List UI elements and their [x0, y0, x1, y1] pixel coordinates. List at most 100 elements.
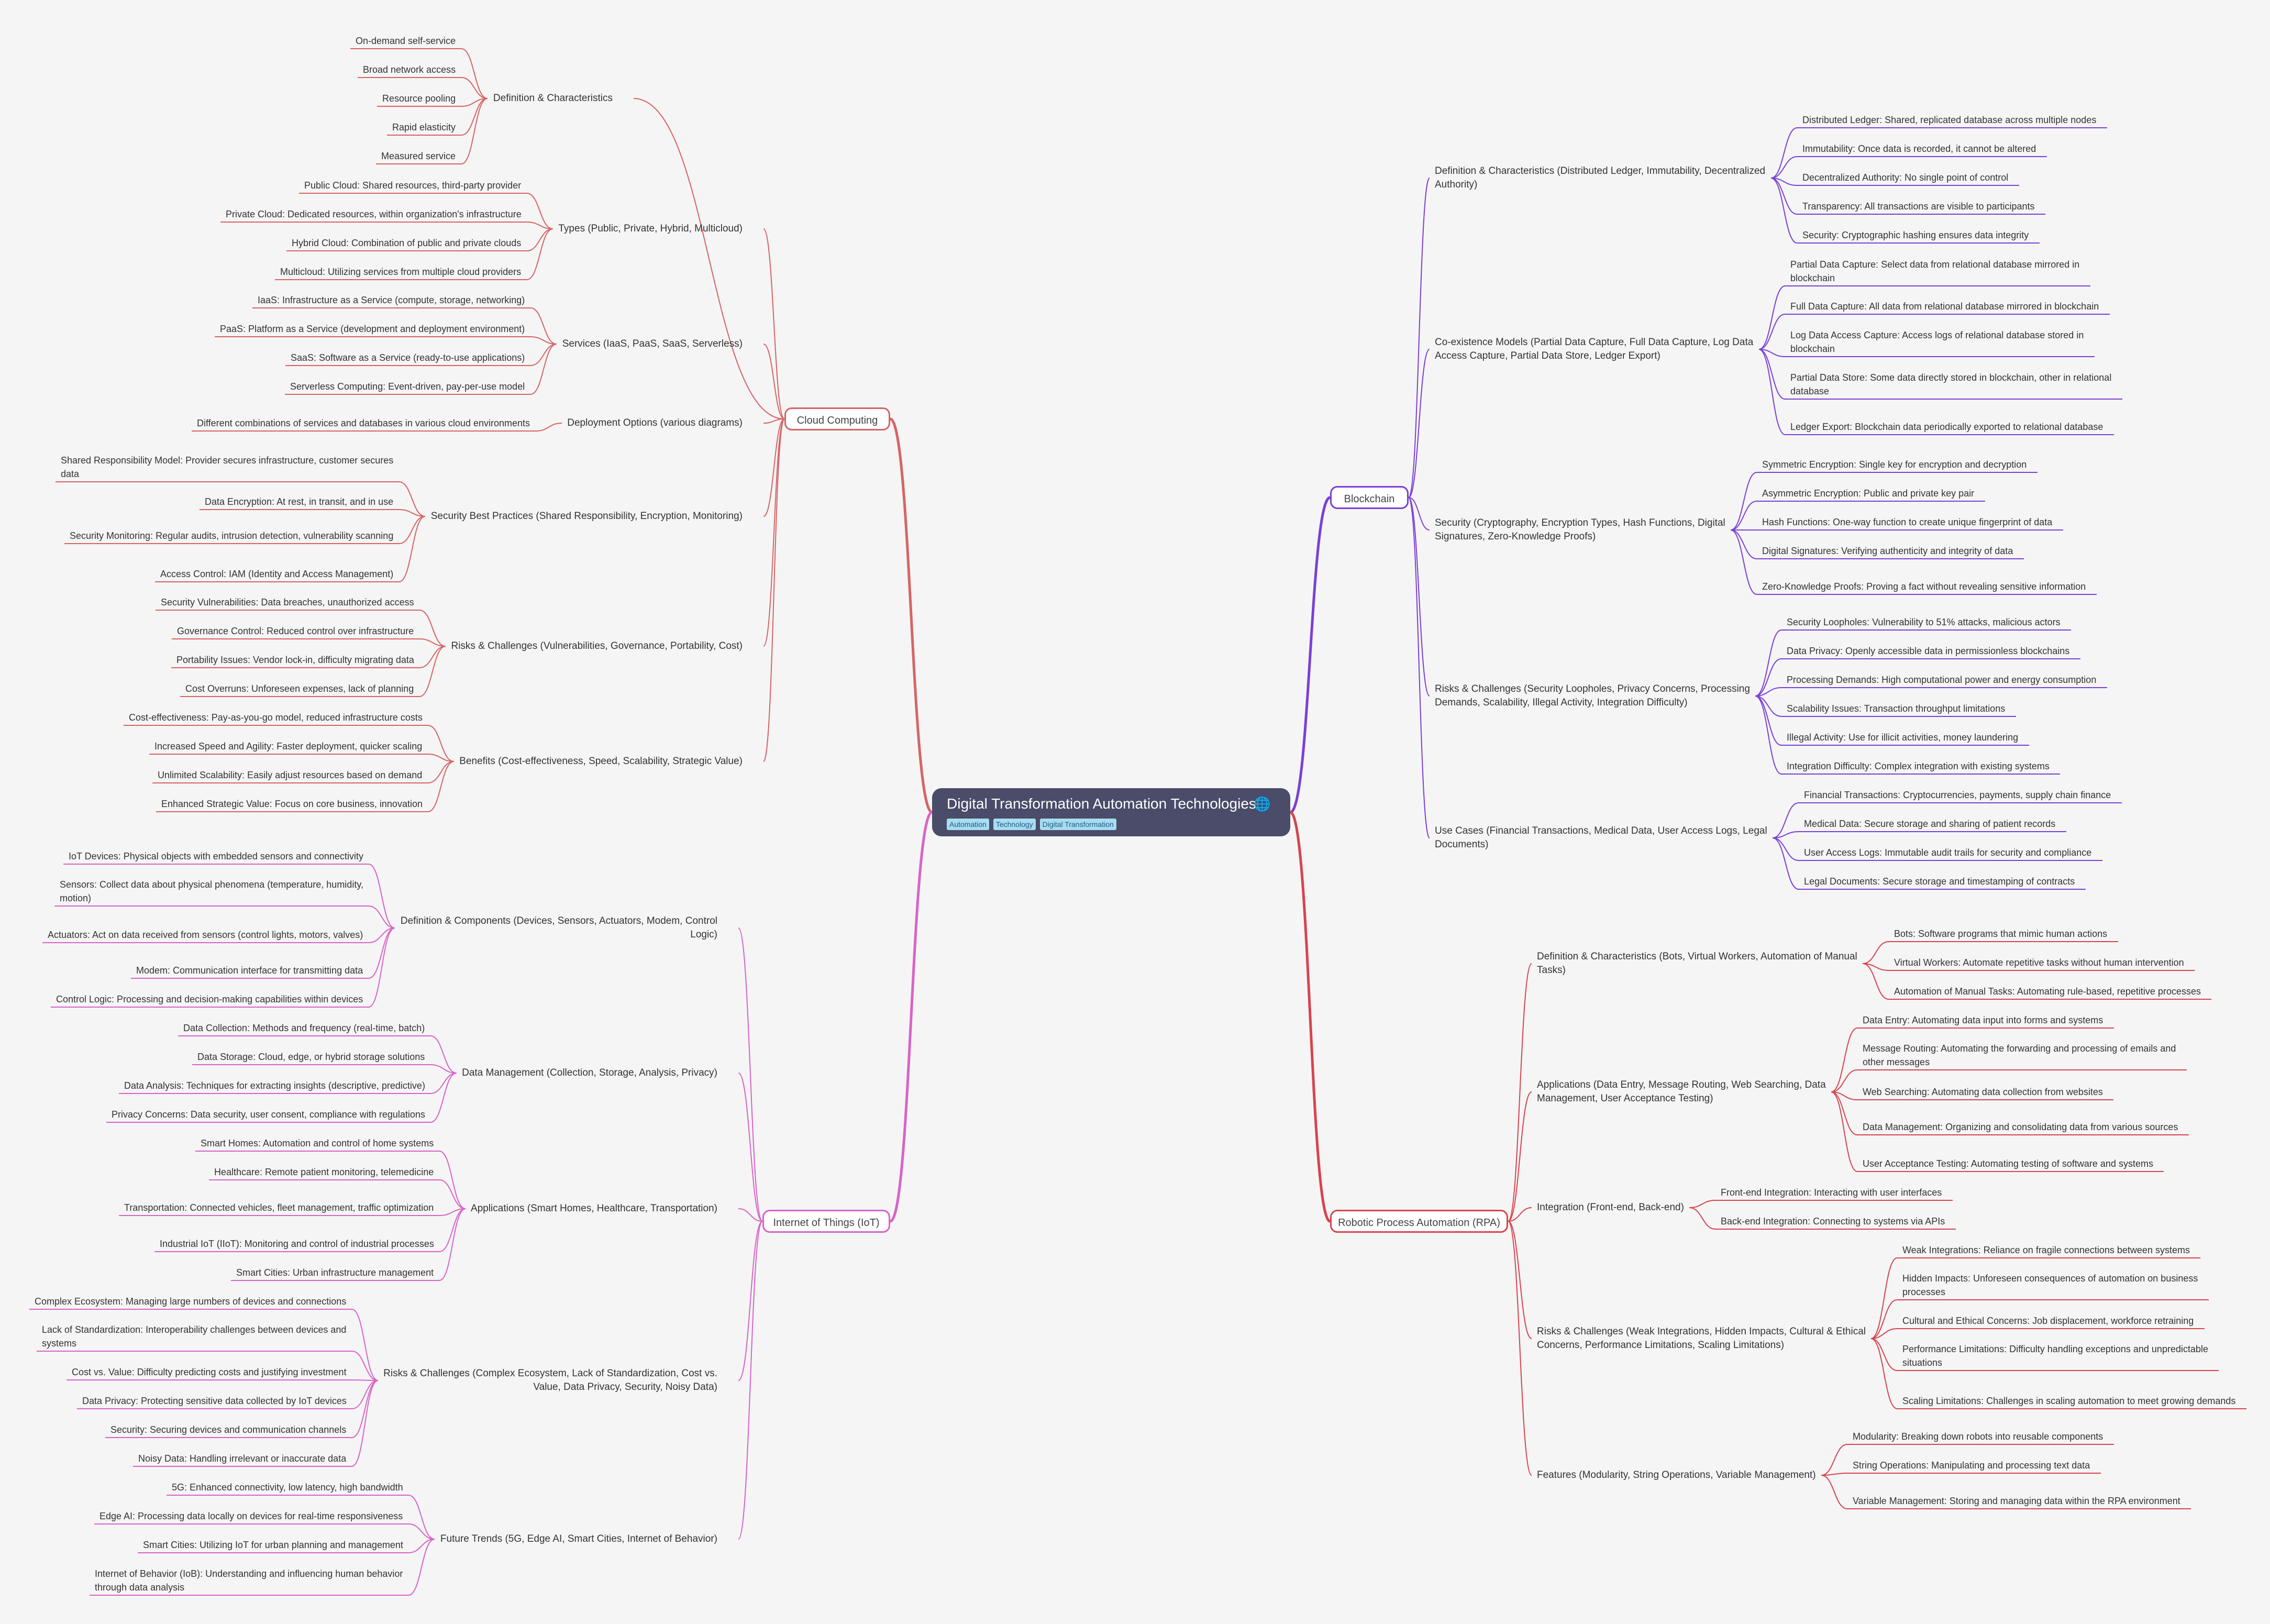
leaf-transparency-all-transactions-are-visibl[interactable]: Transparency: All transactions are visib…: [1802, 201, 2035, 212]
node-security[interactable]: Security (Cryptography, Encryption Types…: [1435, 517, 1725, 542]
node-applications[interactable]: Applications (Data Entry, Message Routin…: [1537, 1079, 1826, 1104]
leaf-hybrid-cloud-combination-of-public-and-p[interactable]: Hybrid Cloud: Combination of public and …: [292, 238, 522, 248]
leaf-data-management-organizing-and-consolida[interactable]: Data Management: Organizing and consolid…: [1863, 1122, 2178, 1132]
leaf-processing-demands-high-computational-po[interactable]: Processing Demands: High computational p…: [1787, 675, 2097, 685]
leaf-5g-enhanced-connectivity-low-latency-hig[interactable]: 5G: Enhanced connectivity, low latency, …: [172, 1482, 403, 1493]
leaf-web-searching-automating-data-collection[interactable]: Web Searching: Automating data collectio…: [1863, 1087, 2103, 1097]
leaf-hidden-impacts-unforeseen-consequences-o[interactable]: Hidden Impacts: Unforeseen consequences …: [1902, 1273, 2198, 1297]
leaf-measured-service[interactable]: Measured service: [381, 151, 456, 161]
leaf-lack-of-standardization-interoperability[interactable]: Lack of Standardization: Interoperabilit…: [42, 1324, 347, 1349]
leaf-private-cloud-dedicated-resources-within[interactable]: Private Cloud: Dedicated resources, with…: [226, 209, 522, 219]
leaf-edge-ai-processing-data-locally-on-devic[interactable]: Edge AI: Processing data locally on devi…: [99, 1511, 403, 1521]
leaf-security-monitoring-regular-audits-intru[interactable]: Security Monitoring: Regular audits, int…: [70, 531, 394, 541]
leaf-front-end-integration-interacting-with-u[interactable]: Front-end Integration: Interacting with …: [1721, 1187, 1942, 1198]
leaf-on-demand-self-service[interactable]: On-demand self-service: [356, 36, 456, 46]
leaf-cost-overruns-unforeseen-expenses-lack-o[interactable]: Cost Overruns: Unforeseen expenses, lack…: [185, 683, 414, 694]
node-definition-characteristics[interactable]: Definition & Characteristics: [493, 93, 613, 104]
leaf-security-securing-devices-and-communicat[interactable]: Security: Securing devices and communica…: [110, 1424, 347, 1435]
leaf-iaas-infrastructure-as-a-service[interactable]: IaaS: Infrastructure as a Service (compu…: [258, 295, 525, 305]
leaf-data-encryption-at-rest-in-transit-and-i[interactable]: Data Encryption: At rest, in transit, an…: [205, 496, 394, 507]
node-use-cases[interactable]: Use Cases (Financial Transactions, Medic…: [1435, 825, 1767, 850]
tag-automation[interactable]: Automation: [947, 819, 989, 830]
leaf-variable-management-storing-and-managing[interactable]: Variable Management: Storing and managin…: [1853, 1496, 2180, 1506]
tag-digital-transformation[interactable]: Digital Transformation: [1039, 819, 1116, 830]
leaf-paas-platform-as-a-service[interactable]: PaaS: Platform as a Service (development…: [220, 324, 525, 334]
node-risks-challenges[interactable]: Risks & Challenges (Security Loopholes, …: [1435, 683, 1750, 708]
leaf-scalability-issues-transaction-throughpu[interactable]: Scalability Issues: Transaction throughp…: [1787, 703, 2006, 714]
branch-blockchain[interactable]: Blockchain: [1330, 486, 1409, 509]
leaf-saas-software-as-a-service[interactable]: SaaS: Software as a Service (ready-to-us…: [291, 352, 525, 363]
leaf-serverless-computing-event-driven-pay-pe[interactable]: Serverless Computing: Event-driven, pay-…: [290, 381, 525, 392]
node-benefits[interactable]: Benefits (Cost-effectiveness, Speed, Sca…: [459, 756, 743, 767]
branch-robotic-process-automation[interactable]: Robotic Process Automation (RPA): [1330, 1210, 1508, 1233]
leaf-back-end-integration-connecting-to-syste[interactable]: Back-end Integration: Connecting to syst…: [1721, 1216, 1945, 1227]
leaf-multicloud-utilizing-services-from-multi[interactable]: Multicloud: Utilizing services from mult…: [280, 267, 522, 277]
node-deployment-options[interactable]: Deployment Options (various diagrams): [567, 417, 743, 428]
leaf-message-routing-automating-the-forwardin[interactable]: Message Routing: Automating the forwardi…: [1863, 1043, 2176, 1067]
leaf-smart-homes-automation-and-control-of-ho[interactable]: Smart Homes: Automation and control of h…: [201, 1138, 434, 1148]
node-risks-challenges[interactable]: Risks & Challenges (Complex Ecosystem, L…: [383, 1368, 717, 1393]
leaf-digital-signatures-verifying-authenticit[interactable]: Digital Signatures: Verifying authentici…: [1762, 546, 2013, 556]
leaf-smart-cities-utilizing-iot-for-urban-pla[interactable]: Smart Cities: Utilizing IoT for urban pl…: [143, 1540, 403, 1550]
leaf-portability-issues-vendor-lock-in-diffic[interactable]: Portability Issues: Vendor lock-in, diff…: [176, 655, 414, 665]
leaf-partial-data-capture-select-data-from-re[interactable]: Partial Data Capture: Select data from r…: [1790, 259, 2080, 283]
leaf-resource-pooling[interactable]: Resource pooling: [382, 93, 456, 104]
node-future-trends[interactable]: Future Trends (5G, Edge AI, Smart Cities…: [440, 1533, 717, 1544]
leaf-symmetric-encryption-single-key-for-encr[interactable]: Symmetric Encryption: Single key for enc…: [1762, 459, 2027, 470]
leaf-industrial-iot-monitoring-and-control-of[interactable]: Industrial IoT (IIoT): Monitoring and co…: [160, 1239, 434, 1249]
leaf-full-data-capture-all-data-from-relation[interactable]: Full Data Capture: All data from relatio…: [1790, 301, 2099, 312]
leaf-virtual-workers-automate-repetitive-task[interactable]: Virtual Workers: Automate repetitive tas…: [1894, 957, 2184, 968]
leaf-asymmetric-encryption-public-and-private[interactable]: Asymmetric Encryption: Public and privat…: [1762, 488, 1975, 499]
branch-cloud-computing[interactable]: Cloud Computing: [784, 407, 890, 430]
node-definition-components[interactable]: Definition & Components (Devices, Sensor…: [400, 915, 717, 940]
leaf-shared-responsibility-model-provider-sec[interactable]: Shared Responsibility Model: Provider se…: [61, 455, 394, 479]
leaf-noisy-data-handling-irrelevant-or-inaccu[interactable]: Noisy Data: Handling irrelevant or inacc…: [138, 1453, 347, 1464]
leaf-control-logic-processing-and-decision-ma[interactable]: Control Logic: Processing and decision-m…: [56, 994, 363, 1004]
node-risks-challenges[interactable]: Risks & Challenges (Vulnerabilities, Gov…: [451, 640, 743, 651]
leaf-rapid-elasticity[interactable]: Rapid elasticity: [392, 122, 456, 132]
leaf-zero-knowledge-proofs-proving-a-fact-wit[interactable]: Zero-Knowledge Proofs: Proving a fact wi…: [1762, 581, 2086, 592]
tag-technology[interactable]: Technology: [993, 819, 1036, 830]
leaf-performance-limitations-difficulty-handl[interactable]: Performance Limitations: Difficulty hand…: [1902, 1344, 2208, 1368]
leaf-modem-communication-interface-for-transm[interactable]: Modem: Communication interface for trans…: [136, 965, 363, 976]
node-features[interactable]: Features (Modularity, String Operations,…: [1537, 1470, 1816, 1481]
leaf-internet-of-behavior-understanding-and-i[interactable]: Internet of Behavior (IoB): Understandin…: [95, 1568, 403, 1593]
leaf-scaling-limitations-challenges-in-scalin[interactable]: Scaling Limitations: Challenges in scali…: [1902, 1396, 2236, 1406]
node-integration[interactable]: Integration (Front-end, Back-end): [1537, 1202, 1684, 1213]
leaf-increased-speed-and-agility-faster-deplo[interactable]: Increased Speed and Agility: Faster depl…: [154, 741, 423, 752]
leaf-cost-vs-value-difficulty-predicting-cost[interactable]: Cost vs. Value: Difficulty predicting co…: [72, 1367, 347, 1377]
leaf-legal-documents-secure-storage-and-times[interactable]: Legal Documents: Secure storage and time…: [1804, 876, 2075, 887]
leaf-user-access-logs-immutable-audit-trails-[interactable]: User Access Logs: Immutable audit trails…: [1804, 847, 2092, 858]
leaf-data-collection-methods-and-frequency[interactable]: Data Collection: Methods and frequency (…: [183, 1023, 425, 1033]
leaf-broad-network-access[interactable]: Broad network access: [363, 64, 456, 75]
leaf-illegal-activity-use-for-illicit-activit[interactable]: Illegal Activity: Use for illicit activi…: [1787, 732, 2019, 743]
node-definition-characteristics[interactable]: Definition & Characteristics (Bots, Virt…: [1537, 951, 1857, 976]
leaf-ledger-export-blockchain-data-periodical[interactable]: Ledger Export: Blockchain data periodica…: [1790, 422, 2103, 432]
leaf-enhanced-strategic-value-focus-on-core-b[interactable]: Enhanced Strategic Value: Focus on core …: [161, 799, 423, 809]
leaf-data-entry-automating-data-input-into-fo[interactable]: Data Entry: Automating data input into f…: [1863, 1015, 2103, 1025]
leaf-privacy-concerns-data-security-user-cons[interactable]: Privacy Concerns: Data security, user co…: [112, 1109, 425, 1120]
leaf-user-acceptance-testing-automating-testi[interactable]: User Acceptance Testing: Automating test…: [1863, 1158, 2153, 1169]
leaf-hash-functions-one-way-function-to-creat[interactable]: Hash Functions: One-way function to crea…: [1762, 517, 2053, 527]
branch-internet-of-things[interactable]: Internet of Things (IoT): [762, 1210, 890, 1233]
leaf-access-control-iam[interactable]: Access Control: IAM (Identity and Access…: [160, 569, 394, 579]
leaf-modularity-breaking-down-robots-into-reu[interactable]: Modularity: Breaking down robots into re…: [1853, 1431, 2103, 1442]
leaf-public-cloud-shared-resources-third-part[interactable]: Public Cloud: Shared resources, third-pa…: [304, 180, 522, 191]
leaf-healthcare-remote-patient-monitoring-tel[interactable]: Healthcare: Remote patient monitoring, t…: [214, 1167, 434, 1177]
node-definition-characteristics[interactable]: Definition & Characteristics (Distribute…: [1435, 165, 1766, 190]
leaf-immutability-once-data-is-recorded-it-ca[interactable]: Immutability: Once data is recorded, it …: [1802, 143, 2036, 154]
leaf-security-cryptographic-hashing-ensures-d[interactable]: Security: Cryptographic hashing ensures …: [1802, 230, 2029, 240]
leaf-string-operations-manipulating-and-proce[interactable]: String Operations: Manipulating and proc…: [1853, 1460, 2090, 1471]
leaf-security-loopholes-vulnerability-to-51-a[interactable]: Security Loopholes: Vulnerability to 51%…: [1787, 617, 2061, 627]
leaf-bots-software-programs-that-mimic-human-[interactable]: Bots: Software programs that mimic human…: [1894, 929, 2108, 939]
leaf-cost-effectiveness-pay-as-you-go-model-r[interactable]: Cost-effectiveness: Pay-as-you-go model,…: [129, 712, 423, 723]
node-risks-challenges[interactable]: Risks & Challenges (Weak Integrations, H…: [1537, 1326, 1866, 1351]
leaf-iot-devices-physical-objects-with-embedd[interactable]: IoT Devices: Physical objects with embed…: [69, 851, 363, 861]
leaf-data-privacy-protecting-sensitive-data-c[interactable]: Data Privacy: Protecting sensitive data …: [82, 1396, 347, 1406]
leaf-complex-ecosystem-managing-large-numbers[interactable]: Complex Ecosystem: Managing large number…: [35, 1296, 347, 1307]
leaf-transportation-connected-vehicles-fleet-[interactable]: Transportation: Connected vehicles, flee…: [124, 1202, 434, 1213]
leaf-data-storage-cloud-edge-or-hybrid-storag[interactable]: Data Storage: Cloud, edge, or hybrid sto…: [197, 1052, 425, 1062]
leaf-actuators-act-on-data-received-from-sens[interactable]: Actuators: Act on data received from sen…: [48, 930, 363, 940]
leaf-governance-control-reduced-control-over-[interactable]: Governance Control: Reduced control over…: [177, 626, 414, 636]
leaf-distributed-ledger-shared-replicated-dat[interactable]: Distributed Ledger: Shared, replicated d…: [1802, 115, 2097, 125]
